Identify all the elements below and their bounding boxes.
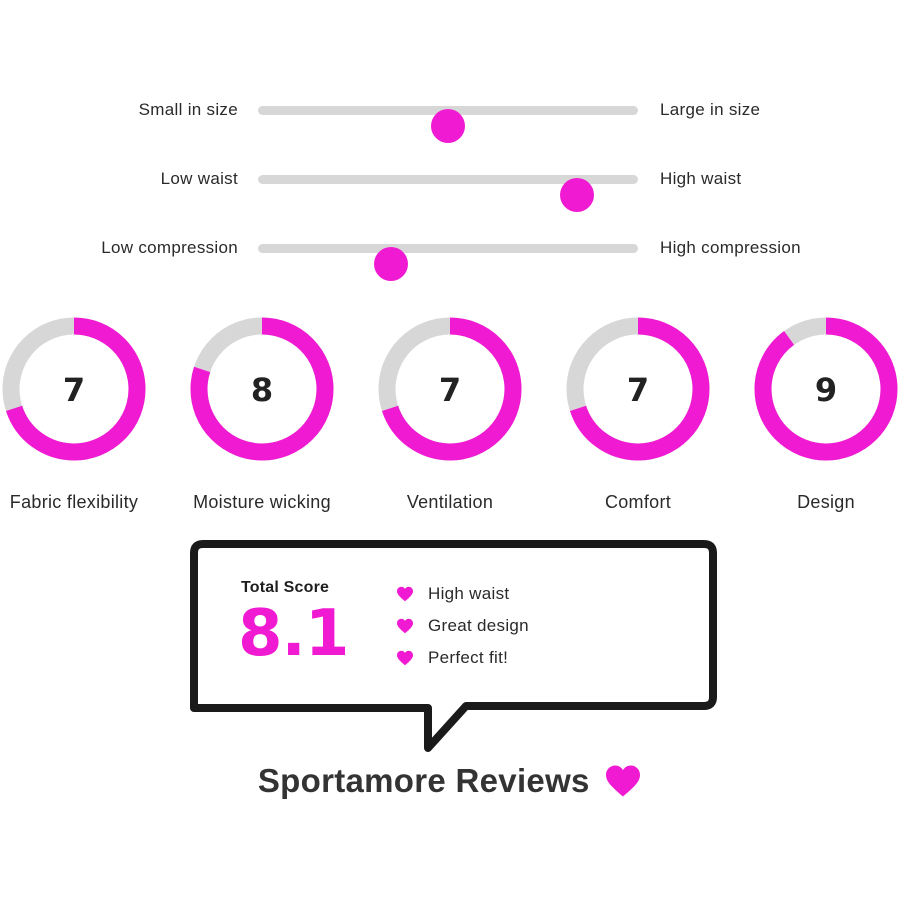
slider-track[interactable]	[258, 175, 638, 212]
slider-thumb[interactable]	[374, 247, 408, 281]
slider-right-label: High waist	[660, 169, 742, 188]
highlight-text: Great design	[428, 616, 529, 635]
list-item: High waist	[396, 578, 529, 610]
ring-fill	[754, 317, 898, 461]
heart-icon	[606, 765, 641, 797]
rating-value: 7	[63, 371, 85, 409]
brand: Sportamore Reviews	[0, 762, 900, 800]
speech-bubble-outline	[190, 540, 717, 752]
rating-value: 7	[627, 371, 649, 409]
rating-ventilation: 7 Ventilation	[356, 314, 544, 513]
slider-waist: Low waist High waist	[0, 159, 900, 212]
rating-label: Design	[797, 492, 855, 512]
rating-ring: 9	[754, 317, 898, 461]
ring-fill	[378, 317, 522, 461]
rating-value: 7	[439, 371, 461, 409]
total-score-value: 8.1	[238, 597, 349, 671]
slider-compression: Low compression High compression	[0, 228, 900, 281]
highlight-text: Perfect fit!	[428, 648, 509, 667]
rating-ring: 7	[2, 317, 146, 461]
heart-icon	[397, 586, 413, 602]
slider-left-label: Low compression	[101, 238, 238, 257]
heart-icon	[397, 650, 413, 666]
heart-icon	[397, 618, 413, 634]
rating-ring: 7	[378, 317, 522, 461]
rating-comfort: 7 Comfort	[544, 314, 732, 513]
rating-moisture-wicking: 8 Moisture wicking	[168, 314, 356, 513]
slider-size: Small in size Large in size	[0, 90, 900, 143]
slider-track[interactable]	[258, 244, 638, 281]
total-score-title: Total Score	[241, 579, 330, 596]
list-item: Great design	[396, 610, 529, 642]
rating-ring: 8	[190, 317, 334, 461]
ring-fill	[566, 317, 710, 461]
highlight-text: High waist	[428, 584, 510, 603]
ring-fill	[2, 317, 146, 461]
rating-rings: 7 Fabric flexibility 8 Moisture wicking …	[0, 314, 900, 514]
rating-label: Moisture wicking	[193, 492, 331, 512]
rating-label: Fabric flexibility	[9, 492, 139, 512]
slider-left-label: Low waist	[160, 169, 238, 188]
slider-right-label: High compression	[660, 238, 801, 257]
slider-thumb[interactable]	[431, 109, 465, 143]
brand-name: Sportamore Reviews	[257, 762, 590, 799]
slider-right-label: Large in size	[660, 100, 761, 119]
rating-design: 9 Design	[732, 314, 900, 513]
rating-fabric-flexibility: 7 Fabric flexibility	[0, 314, 168, 513]
slider-track[interactable]	[258, 106, 638, 143]
rating-value: 9	[815, 371, 837, 409]
list-item: Perfect fit!	[396, 642, 529, 674]
rating-value: 8	[251, 371, 273, 409]
rating-label: Comfort	[604, 492, 672, 512]
slider-left-label: Small in size	[138, 100, 238, 119]
rating-label: Ventilation	[406, 492, 494, 512]
slider-thumb[interactable]	[560, 178, 595, 212]
ring-fill	[190, 317, 334, 461]
highlight-list: High waist Great design Perfect fit!	[396, 578, 529, 674]
rating-ring: 7	[566, 317, 710, 461]
